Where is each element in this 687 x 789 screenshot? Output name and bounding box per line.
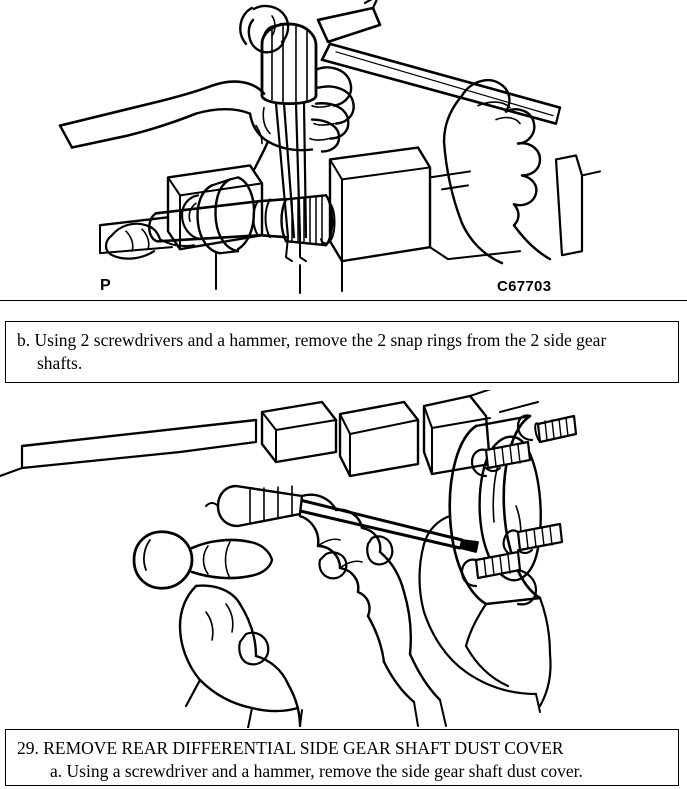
figure-marker-label: P bbox=[100, 277, 111, 294]
caption-step-29-heading: 29. REMOVE REAR DIFFERENTIAL SIDE GEAR S… bbox=[17, 738, 564, 758]
figure-code-label: C67703 bbox=[497, 278, 552, 295]
caption-step-b-row1: b. Using 2 screwdrivers and a hammer, re… bbox=[17, 330, 607, 350]
figure-top-panel: C67703 P bbox=[0, 0, 687, 301]
caption-step-29-substep: a. Using a screwdriver and a hammer, rem… bbox=[50, 761, 583, 781]
caption-box-step-29: 29. REMOVE REAR DIFFERENTIAL SIDE GEAR S… bbox=[5, 729, 679, 786]
caption-step-b-row2: shafts. bbox=[37, 353, 83, 373]
caption-box-step-b: b. Using 2 screwdrivers and a hammer, re… bbox=[5, 321, 679, 383]
figure-bottom-panel bbox=[0, 390, 687, 728]
figure-top-illustration bbox=[58, 0, 601, 295]
figure-bottom-illustration bbox=[0, 390, 578, 728]
